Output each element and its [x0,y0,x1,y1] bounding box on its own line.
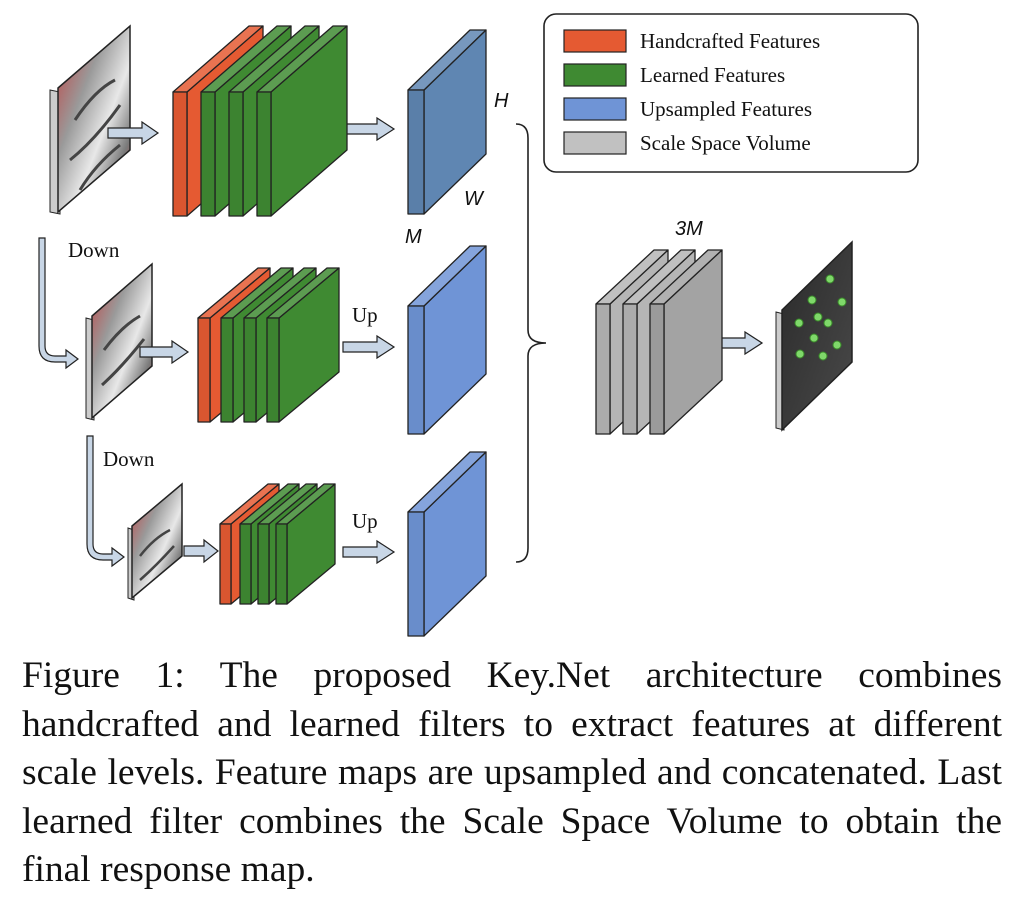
arrow-image-to-features-2 [139,339,190,365]
legend-label-1: Handcrafted Features [640,29,820,53]
legend-swatch-4 [563,131,627,155]
input-image-level-2 [85,262,153,421]
down-arrow-2 [86,435,125,568]
concatenation-brace [515,123,547,563]
upsampled-map-3 [407,451,487,637]
legend-swatch-1 [563,29,627,53]
dim-label-w: W [464,188,485,210]
arrow-image-to-features-1 [107,120,160,146]
keynet-architecture-diagram: Down Down Up Up H W M 3M [38,13,919,637]
scale-space-volume [595,249,723,435]
down-label-1: Down [68,238,120,262]
down-arrow-1 [38,237,79,370]
upsampled-feature-maps [407,29,487,637]
down-label-2: Down [103,447,155,471]
arrow-up-3 [342,539,396,565]
up-label-1: Up [352,303,378,327]
response-map [775,240,853,432]
legend-label-3: Upsampled Features [640,97,812,121]
input-image-level-3 [127,482,183,601]
arrow-image-to-features-3 [183,538,219,564]
volume-slab-3 [649,249,723,435]
dim-label-m: M [405,226,422,248]
legend-swatch-2 [563,63,627,87]
legend-swatch-3 [563,97,627,121]
legend-label-4: Scale Space Volume [640,131,811,155]
feature-slab-level-1-4 [256,25,348,217]
feature-slab-level-2-4 [266,267,340,423]
upsampled-map-2 [407,245,487,435]
figure-caption: Figure 1: The proposed Key.Net architect… [22,655,1002,890]
input-image-level-1 [49,24,131,215]
feature-slab-level-3-4 [275,483,336,605]
dim-label-h: H [494,90,509,112]
dim-label-3m: 3M [675,218,703,240]
arrow-up-2 [342,334,396,360]
up-label-2: Up [352,509,378,533]
feature-stacks [172,25,348,605]
legend-label-2: Learned Features [640,63,785,87]
arrow-features-to-upsampled-1 [342,116,396,142]
legend-box [543,13,919,173]
upsampled-map-1 [407,29,487,215]
